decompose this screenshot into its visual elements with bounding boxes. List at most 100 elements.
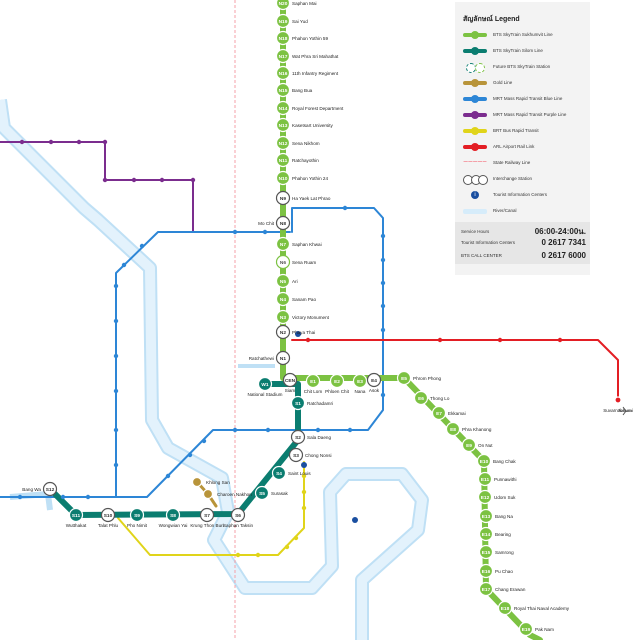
gold-swatch-icon	[463, 78, 487, 88]
station-name: Chang Erawan	[495, 587, 526, 592]
minor-stop-marker	[201, 438, 207, 444]
station-marker	[275, 324, 291, 340]
station-code: N10	[279, 176, 288, 182]
tourist-info-icon	[301, 462, 307, 468]
station-code: W1	[261, 382, 269, 388]
station-charoen-nakhon[interactable]: Charoen Nakhon	[202, 488, 253, 500]
station-name: Khlong San	[206, 480, 230, 485]
minor-stop-marker	[19, 139, 25, 145]
station-name: Samrong	[495, 550, 514, 555]
minor-stop-marker	[497, 337, 503, 343]
station-code: E11	[481, 477, 490, 483]
station-suvarnabhumi[interactable]: Suvarnabhumi	[603, 396, 633, 413]
station-marker	[413, 390, 429, 406]
station-khlong-san[interactable]: Khlong San	[191, 476, 231, 488]
station-code: S12	[46, 487, 55, 493]
station-code: S8	[170, 513, 176, 519]
minor-stop-marker	[347, 427, 353, 433]
station-code: S10	[104, 513, 113, 519]
station-marker	[275, 100, 291, 116]
station-code: N17	[279, 54, 288, 60]
station-name: Krung Thon Buri	[190, 523, 223, 528]
legend-label: BTS SkyTrain Sukhumvit Line	[493, 32, 553, 38]
station-name: Suvarnabhumi	[603, 408, 633, 413]
station-code: E13	[482, 514, 491, 520]
station-wat-phra-sri-mahathat[interactable]: N17 Wat Phra Sri Mahathat	[275, 48, 340, 64]
minor-stop-marker	[102, 177, 108, 183]
station-name: Charoen Nakhon	[217, 492, 252, 497]
station-code: N16	[279, 71, 288, 77]
station-name: Wat Phra Sri Mahathat	[292, 54, 339, 59]
minor-stop-marker	[76, 139, 82, 145]
legend-label: State Railway Line	[493, 160, 531, 166]
station-name: Nana	[355, 389, 366, 394]
legend-label: Future BTS SkyTrain Station	[493, 64, 551, 70]
station-code: S2	[295, 435, 301, 441]
station-marker	[191, 476, 203, 488]
station-marker	[275, 215, 291, 231]
station-name: Wutthakat	[66, 523, 87, 528]
call-center-phone: 0 2617 6000	[541, 251, 587, 260]
minor-stop-marker	[437, 337, 443, 343]
station-marker	[497, 600, 513, 616]
station-marker	[275, 152, 291, 168]
station-code: S9	[134, 513, 140, 519]
minor-stop-marker	[60, 494, 66, 500]
station-code: N5	[280, 279, 286, 285]
